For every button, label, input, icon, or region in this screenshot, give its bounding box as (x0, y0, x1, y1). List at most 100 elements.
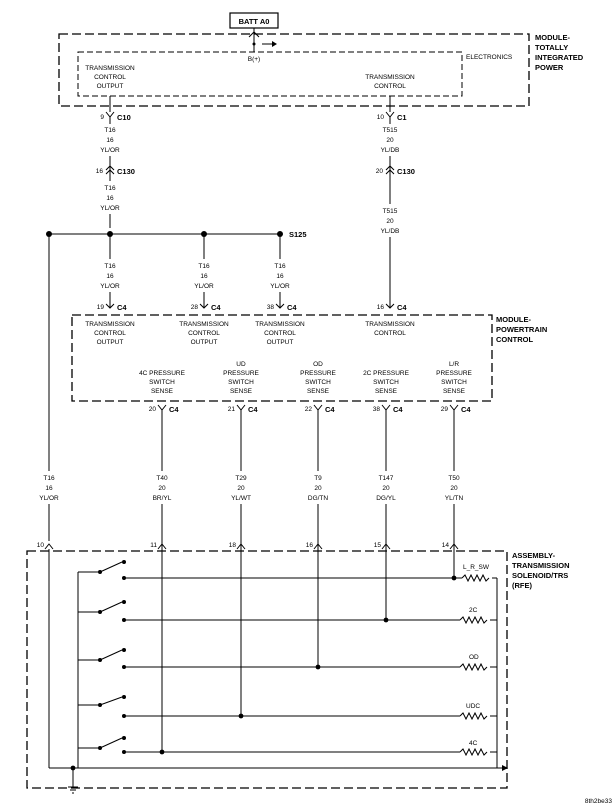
svg-text:4C: 4C (469, 740, 478, 747)
svg-text:SWITCH: SWITCH (373, 379, 399, 386)
svg-text:OUTPUT: OUTPUT (191, 339, 218, 346)
pressure-switch-lr (98, 560, 454, 580)
pressure-switch-4c (98, 736, 460, 754)
solenoid-lr: L_R_SW (454, 564, 497, 583)
splice-label: S125 (289, 230, 307, 239)
svg-text:16: 16 (276, 273, 284, 280)
svg-text:T9: T9 (314, 475, 322, 482)
splice-s125-bus: S125 (46, 230, 307, 239)
tipm-module: MODULE- TOTALLY INTEGRATED POWER ELECTRO… (58, 33, 584, 107)
svg-text:YL/DB: YL/DB (381, 228, 400, 235)
svg-text:YL/WT: YL/WT (231, 495, 251, 502)
svg-text:T16: T16 (104, 263, 116, 270)
svg-text:16: 16 (306, 542, 314, 549)
svg-text:SWITCH: SWITCH (441, 379, 467, 386)
wire-label-t16-upper: T16 16 YL/OR (96, 124, 124, 156)
svg-text:OD: OD (313, 361, 323, 368)
svg-text:YL/DB: YL/DB (381, 147, 400, 154)
svg-text:T16: T16 (274, 263, 286, 270)
solenoid-outline (26, 550, 508, 789)
pcm-module: MODULE- POWERTRAIN CONTROL TRANSMISSION … (71, 314, 547, 402)
solenoid-2c: 2C (459, 607, 497, 625)
svg-text:SENSE: SENSE (151, 388, 174, 395)
svg-text:16: 16 (377, 304, 385, 311)
svg-text:UDC: UDC (466, 703, 480, 710)
battery-feed: BATT A0 B(+) (229, 12, 279, 63)
tipm-title-1: MODULE- (535, 33, 570, 42)
svg-text:20: 20 (450, 485, 458, 492)
svg-text:OUTPUT: OUTPUT (267, 339, 294, 346)
svg-text:38: 38 (267, 304, 275, 311)
svg-text:16: 16 (45, 485, 53, 492)
tipm-output-1-line-3: OUTPUT (97, 83, 124, 90)
pcm-sense-connectors: 20 C4 21 C4 22 C4 38 C4 29 C4 (149, 404, 471, 414)
svg-text:SWITCH: SWITCH (149, 379, 175, 386)
svg-text:TRANSMISSION: TRANSMISSION (179, 321, 229, 328)
svg-text:10: 10 (37, 542, 45, 549)
svg-text:20: 20 (158, 485, 166, 492)
wire-label-t40: T40 20 BR/YL (148, 471, 176, 504)
svg-text:15: 15 (374, 542, 382, 549)
svg-text:20: 20 (376, 168, 384, 175)
svg-text:C130: C130 (117, 167, 135, 176)
c1-pin: 10 (377, 114, 385, 121)
svg-text:YL/OR: YL/OR (100, 283, 120, 290)
c10-label: C10 (117, 113, 131, 122)
pcm-c4-pin-38-top: 38 C4 (267, 303, 298, 312)
svg-text:38: 38 (373, 406, 381, 413)
pressure-switch-od (98, 648, 460, 669)
tipm-output-1-line-1: TRANSMISSION (85, 65, 135, 72)
tipm-output-2-line-2: CONTROL (374, 83, 406, 90)
svg-text:T16: T16 (104, 127, 116, 134)
svg-text:L_R_SW: L_R_SW (463, 564, 490, 571)
svg-text:14: 14 (442, 542, 450, 549)
svg-text:T40: T40 (156, 475, 168, 482)
svg-text:TRANSMISSION: TRANSMISSION (365, 321, 415, 328)
svg-text:PRESSURE: PRESSURE (223, 370, 259, 377)
tipm-title-3: INTEGRATED (535, 53, 584, 62)
svg-text:28: 28 (191, 304, 199, 311)
svg-text:20: 20 (382, 485, 390, 492)
svg-text:SENSE: SENSE (307, 388, 330, 395)
pcm-title-2: POWERTRAIN (496, 325, 547, 334)
svg-text:UD: UD (236, 361, 246, 368)
svg-text:OUTPUT: OUTPUT (97, 339, 124, 346)
wire-label-t16-mid: T16 16 YL/OR (96, 181, 124, 214)
svg-text:PRESSURE: PRESSURE (436, 370, 472, 377)
svg-text:T16: T16 (104, 185, 116, 192)
pcm-c4-pin-16: 16 C4 (377, 303, 408, 312)
solenoid-title-1: ASSEMBLY- (512, 551, 556, 560)
svg-text:2C PRESSURE: 2C PRESSURE (363, 370, 410, 377)
solenoid-od: OD (459, 654, 497, 672)
tipm-output-1-line-2: CONTROL (94, 74, 126, 81)
svg-text:C4: C4 (248, 405, 258, 414)
svg-text:C4: C4 (461, 405, 471, 414)
svg-text:YL/OR: YL/OR (100, 147, 120, 154)
svg-text:TRANSMISSION: TRANSMISSION (255, 321, 305, 328)
solenoid-title-2: TRANSMISSION (512, 561, 570, 570)
svg-text:T29: T29 (235, 475, 247, 482)
svg-text:11: 11 (150, 542, 157, 549)
solenoid-assembly: ASSEMBLY- TRANSMISSION SOLENOID/TRS (RFE… (26, 549, 570, 794)
svg-text:4C PRESSURE: 4C PRESSURE (139, 370, 186, 377)
svg-text:SWITCH: SWITCH (305, 379, 331, 386)
tipm-electronics-outline (77, 51, 463, 97)
svg-text:T16: T16 (43, 475, 55, 482)
svg-text:T50: T50 (448, 475, 460, 482)
svg-text:YL/OR: YL/OR (194, 283, 214, 290)
wire-label-t147: T147 20 DG/YL (372, 471, 400, 504)
svg-text:DG/TN: DG/TN (308, 495, 329, 502)
svg-text:T16: T16 (198, 263, 210, 270)
tipm-title-2: TOTALLY (535, 43, 568, 52)
wire-label-branch-2: T16 16 YL/OR (190, 259, 218, 292)
pressure-switch-ud (98, 695, 460, 718)
solenoid-title-4: (RFE) (512, 581, 532, 590)
svg-text:20: 20 (314, 485, 322, 492)
svg-text:C4: C4 (211, 303, 221, 312)
connector-c130-left: 16 C130 (96, 165, 135, 176)
tipm-output-2-line-1: TRANSMISSION (365, 74, 415, 81)
connector-c130-right: 20 C130 (376, 165, 415, 176)
svg-text:PRESSURE: PRESSURE (300, 370, 336, 377)
figure-code: 8th2be33 (585, 798, 612, 805)
svg-text:20: 20 (237, 485, 245, 492)
